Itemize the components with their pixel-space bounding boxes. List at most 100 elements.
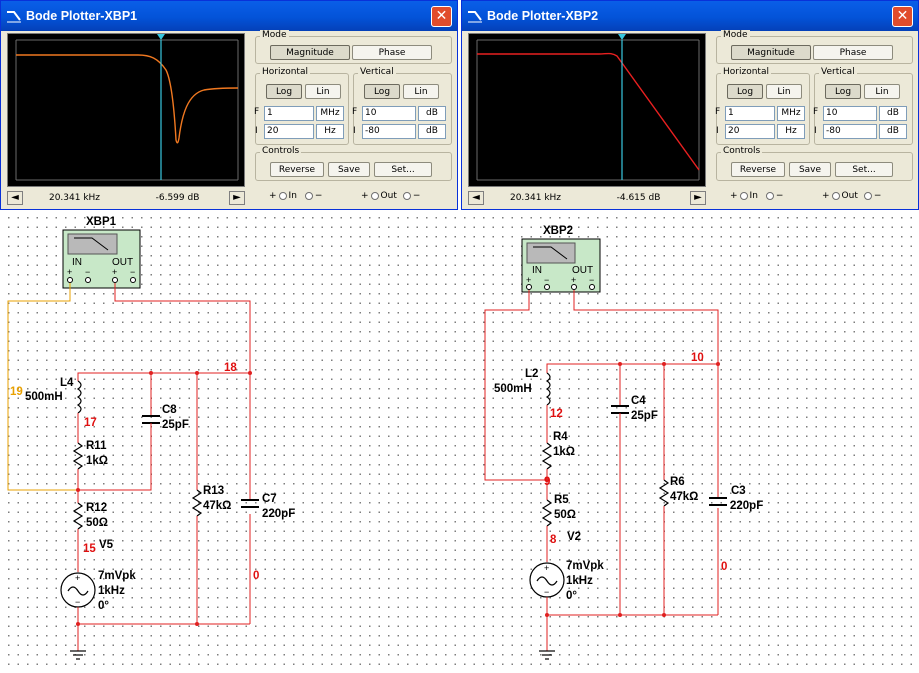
output-wire[interactable] — [114, 283, 251, 373]
l2-inductor-icon[interactable] — [545, 372, 551, 406]
r6-resistor-icon[interactable] — [658, 479, 670, 507]
in-plus-sign: + — [730, 191, 738, 201]
xbp1-instrument-icon[interactable] — [62, 229, 141, 289]
vertical-lin-button[interactable]: Lin — [403, 84, 439, 99]
reverse-button[interactable]: Reverse — [731, 162, 785, 177]
c7-value: 220pF — [262, 508, 295, 520]
in-minus-terminal-icon[interactable] — [304, 192, 313, 200]
magnitude-button[interactable]: Magnitude — [731, 45, 811, 60]
schematic-canvas[interactable]: XBP1 IN OUT + − + − — [0, 210, 919, 673]
vertical-initial-unit[interactable]: dB — [879, 124, 907, 139]
r12-resistor-icon[interactable] — [72, 502, 84, 530]
vertical-final-unit[interactable]: dB — [418, 106, 446, 121]
xbp1-in-plus-pin[interactable] — [67, 277, 73, 283]
in-plus-terminal-icon[interactable] — [278, 192, 287, 200]
vertical-initial-unit[interactable]: dB — [418, 124, 446, 139]
vertical-final-unit[interactable]: dB — [879, 106, 907, 121]
horizontal-initial-input[interactable]: 20 — [725, 124, 775, 139]
xbp1-out-plus-pin[interactable] — [112, 277, 118, 283]
horizontal-log-button[interactable]: Log — [727, 84, 763, 99]
top-rail-wire[interactable] — [546, 363, 718, 373]
phase-button[interactable]: Phase — [352, 45, 432, 60]
vertical-label: Vertical — [819, 67, 857, 77]
out-minus-sign: − — [873, 191, 882, 201]
out-minus-terminal-icon[interactable] — [402, 192, 411, 200]
horizontal-final-input[interactable]: 1 — [264, 106, 314, 121]
xbp2-out-minus-pin[interactable] — [589, 284, 595, 290]
close-button[interactable]: ✕ — [892, 5, 913, 27]
xbp1-in-minus-pin[interactable] — [85, 277, 91, 283]
xbp1-out-plus: + — [112, 267, 117, 277]
vertical-initial-input[interactable]: -80 — [362, 124, 416, 139]
vertical-final-input[interactable]: 10 — [362, 106, 416, 121]
set-button[interactable]: Set... — [374, 162, 432, 177]
magnitude-button[interactable]: Magnitude — [270, 45, 350, 60]
horizontal-final-input[interactable]: 1 — [725, 106, 775, 121]
xbp2-out-label: OUT — [572, 265, 593, 276]
xbp2-in-minus-pin[interactable] — [544, 284, 550, 290]
out-plus-terminal-icon[interactable] — [831, 192, 840, 200]
r4-resistor-icon[interactable] — [541, 442, 553, 470]
horizontal-initial-unit[interactable]: Hz — [777, 124, 805, 139]
frequency-readout: 20.341 kHz — [509, 192, 562, 203]
horizontal-initial-input[interactable]: 20 — [264, 124, 314, 139]
vertical-f-label: F — [813, 107, 819, 117]
r12-ref: R12 — [86, 502, 107, 514]
xbp2-out-plus-pin[interactable] — [571, 284, 577, 290]
r13-resistor-icon[interactable] — [191, 489, 203, 517]
r11-resistor-icon[interactable] — [72, 442, 84, 470]
phase-button[interactable]: Phase — [813, 45, 893, 60]
title-bar[interactable]: Bode Plotter-XBP2 ✕ — [462, 1, 918, 31]
output-wire[interactable] — [573, 290, 719, 364]
cursor-right-button[interactable]: ► — [229, 190, 245, 205]
c3-ref: C3 — [731, 485, 746, 497]
sine-icon — [67, 586, 89, 596]
title-bar[interactable]: Bode Plotter-XBP1 ✕ — [1, 1, 457, 31]
in-plus-sign: + — [269, 191, 277, 201]
cursor-right-button[interactable]: ► — [690, 190, 706, 205]
db-readout: -6.599 dB — [155, 192, 200, 203]
horizontal-log-button[interactable]: Log — [266, 84, 302, 99]
input-wire[interactable] — [7, 283, 78, 491]
horizontal-lin-button[interactable]: Lin — [766, 84, 802, 99]
horizontal-lin-button[interactable]: Lin — [305, 84, 341, 99]
set-button[interactable]: Set... — [835, 162, 893, 177]
arrow-right-icon: ► — [694, 192, 702, 203]
xbp2-instrument-icon[interactable] — [521, 238, 601, 293]
horizontal-initial-unit[interactable]: Hz — [316, 124, 344, 139]
xbp1-out-minus-pin[interactable] — [130, 277, 136, 283]
c8-value: 25pF — [162, 419, 189, 431]
cursor-marker-icon[interactable] — [618, 34, 626, 40]
vertical-initial-input[interactable]: -80 — [823, 124, 877, 139]
vertical-final-input[interactable]: 10 — [823, 106, 877, 121]
node-15-label: 15 — [83, 543, 96, 555]
save-button[interactable]: Save — [328, 162, 370, 177]
out-minus-sign: − — [412, 191, 421, 201]
plot-screen[interactable] — [7, 33, 245, 187]
l4-inductor-icon[interactable] — [76, 380, 82, 414]
cursor-left-button[interactable]: ◄ — [468, 190, 484, 205]
reverse-button[interactable]: Reverse — [270, 162, 324, 177]
cursor-left-button[interactable]: ◄ — [7, 190, 23, 205]
horizontal-final-unit[interactable]: MHz — [777, 106, 805, 121]
in-minus-terminal-icon[interactable] — [765, 192, 774, 200]
xbp2-in-plus-pin[interactable] — [526, 284, 532, 290]
vertical-lin-button[interactable]: Lin — [864, 84, 900, 99]
cursor-marker-icon[interactable] — [157, 34, 165, 40]
r5-resistor-icon[interactable] — [541, 499, 553, 527]
l4-value: 500mH — [25, 391, 63, 403]
vertical-log-button[interactable]: Log — [825, 84, 861, 99]
junction-dot — [545, 613, 549, 617]
out-minus-terminal-icon[interactable] — [863, 192, 872, 200]
top-rail-wire[interactable] — [77, 372, 250, 381]
close-button[interactable]: ✕ — [431, 5, 452, 27]
horizontal-final-unit[interactable]: MHz — [316, 106, 344, 121]
save-button[interactable]: Save — [789, 162, 831, 177]
vertical-log-button[interactable]: Log — [364, 84, 400, 99]
c8-bottom-wire[interactable] — [78, 423, 152, 491]
plot-screen[interactable] — [468, 33, 706, 187]
out-terminal-label: Out — [380, 191, 397, 201]
input-wire[interactable] — [484, 290, 547, 481]
out-plus-terminal-icon[interactable] — [370, 192, 379, 200]
in-plus-terminal-icon[interactable] — [739, 192, 748, 200]
